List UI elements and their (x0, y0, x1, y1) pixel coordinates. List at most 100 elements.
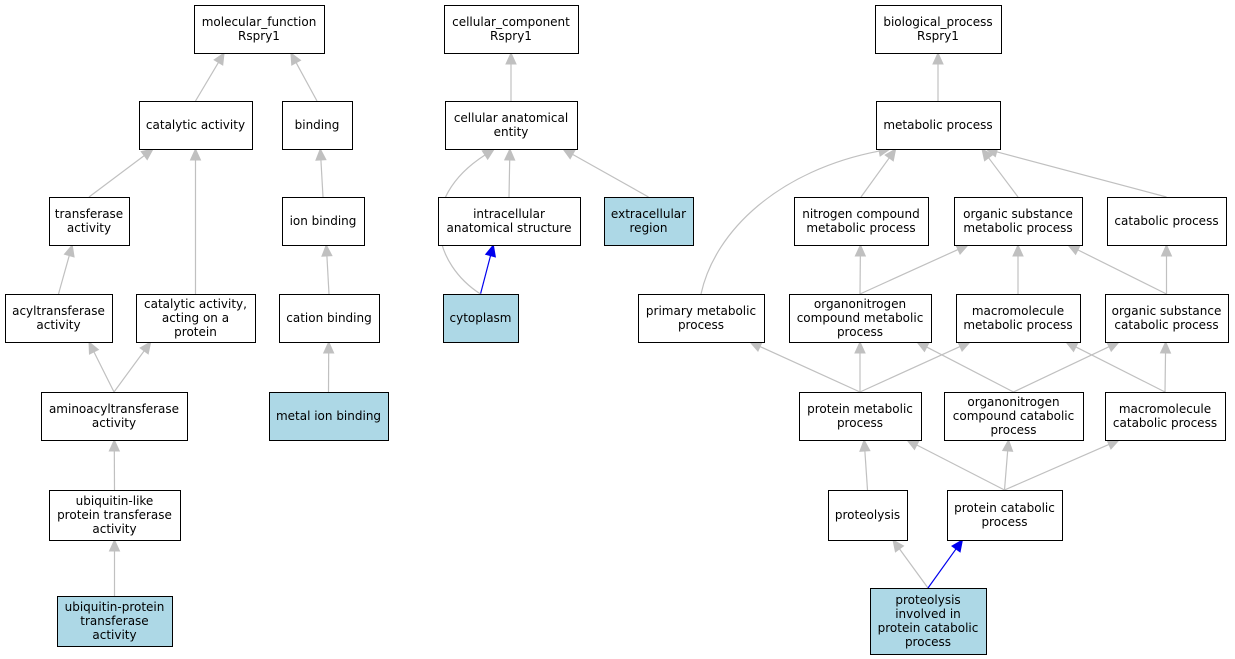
node-box (49, 490, 181, 541)
node-box (799, 392, 922, 441)
node-label-line: activity (92, 628, 136, 642)
node-label-line: protein (174, 325, 217, 339)
node-label-line: metabolic process (963, 221, 1072, 235)
node-label-line: compound catabolic (953, 409, 1074, 423)
edge-ubllike-to-aminoacyl (108, 438, 121, 491)
node-box (49, 197, 130, 246)
go-term-node-proteo[interactable]: proteolysis (828, 490, 908, 541)
node-box (5, 294, 113, 343)
node-box (57, 596, 173, 647)
node-label-line: metabolic process (806, 221, 915, 235)
node-label-line: protein metabolic (807, 402, 913, 416)
edge-pcp-to-oncp (1001, 438, 1014, 491)
edge-pmp-to-onmp (854, 340, 866, 392)
node-box (139, 101, 253, 150)
node-box (445, 101, 578, 150)
node-label-line: metabolic process (883, 118, 992, 132)
node-label-line: organonitrogen (967, 395, 1059, 409)
edge-metalb-to-cationb (322, 340, 335, 393)
go-term-node-catab[interactable]: catabolic process (1107, 197, 1227, 246)
go-term-node-ionb[interactable]: ion binding (282, 197, 365, 246)
edge-oncp-to-onmp (915, 341, 1014, 393)
node-label-line: protein catabolic (954, 501, 1055, 515)
node-label-line: primary metabolic (646, 304, 756, 318)
edge-pmp-to-macromp (859, 341, 972, 393)
node-label-line: macromolecule (972, 304, 1064, 318)
node-label-line: compound metabolic (797, 311, 924, 325)
node-label-line: proteolysis (895, 593, 960, 607)
node-label-line: process (837, 325, 883, 339)
node-box (41, 392, 188, 441)
edge-ias-to-cae (503, 147, 516, 198)
node-label-line: activity (92, 416, 136, 430)
node-label-line: anatomical structure (447, 221, 572, 235)
node-label-line: ubiquitin-protein (65, 600, 165, 614)
node-box (944, 392, 1084, 441)
edge-cae-to-cc (505, 51, 517, 101)
node-label-line: catabolic process (1114, 318, 1218, 332)
go-term-node-cat[interactable]: catalytic activity (139, 101, 253, 150)
node-label-line: Rspry1 (917, 29, 959, 43)
node-box (956, 294, 1081, 343)
edge-osmp-to-metab (981, 148, 1019, 198)
node-label-line: organic substance (1112, 304, 1222, 318)
node-label-line: involved in (895, 607, 961, 621)
go-term-node-cationb[interactable]: cation binding (279, 294, 380, 343)
node-label-line: catabolic process (1113, 416, 1217, 430)
node-label-line: protein catabolic (878, 621, 979, 635)
node-box (876, 101, 1001, 150)
node-box (794, 197, 929, 246)
edge-pcp-to-pmp (905, 439, 1005, 491)
go-term-node-metab[interactable]: metabolic process (876, 101, 1001, 150)
node-label-line: catalytic activity, (144, 297, 247, 311)
go-term-node-metalb[interactable]: metal ion binding (269, 392, 389, 441)
node-label-line: cellular_component (452, 15, 570, 29)
edge-metab-to-bp (932, 51, 944, 101)
go-term-node-bind[interactable]: binding (282, 101, 353, 150)
edge-ionb-to-bind (315, 147, 327, 198)
edge-proteo-to-pmp (859, 438, 871, 491)
node-label-line: extracellular (611, 207, 686, 221)
node-label-line: process (837, 416, 883, 430)
edge-aminoacyl-to-catprot (113, 341, 152, 393)
node-label-line: cation binding (286, 311, 371, 325)
node-box (444, 5, 579, 54)
edge-onmp-to-osmp (859, 244, 970, 295)
node-label-line: metabolic process (963, 318, 1072, 332)
node-label-line: Rspry1 (490, 29, 532, 43)
node-box (1107, 197, 1227, 246)
go-term-node-cyto[interactable]: cytoplasm (443, 294, 519, 343)
edge-oscp-to-osmp (1066, 244, 1167, 295)
edge-bind-to-mf (290, 51, 318, 102)
node-label-line: transferase (80, 614, 148, 628)
node-label-line: ion binding (290, 214, 357, 228)
edge-cationb-to-ionb (321, 243, 333, 295)
node-label-line: Rspry1 (238, 29, 280, 43)
node-label-line: transferase (55, 207, 123, 221)
